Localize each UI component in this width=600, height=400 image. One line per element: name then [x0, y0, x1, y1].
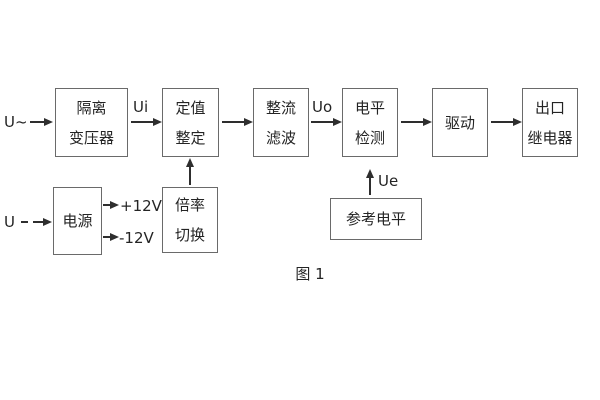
dc-input-dash [21, 221, 28, 223]
drive-block: 驱动 [432, 88, 488, 157]
reference-level-block: 参考电平 [330, 198, 422, 240]
signal-ue-label: Ue [378, 172, 399, 190]
reference-level-label: 参考电平 [345, 210, 406, 228]
output-relay-line2: 继电器 [527, 128, 573, 147]
arrow-multiplier-to-setting [185, 158, 194, 185]
drive-label: 驱动 [444, 113, 475, 132]
isolation-transformer-block: 隔离 变压器 [55, 88, 128, 157]
arrow-setting-to-rectifier [222, 117, 253, 126]
output-relay-block: 出口 继电器 [522, 88, 578, 157]
level-detection-line2: 检测 [354, 128, 385, 147]
arrow-isolation-to-setting [131, 117, 162, 126]
arrow-dc-input [33, 217, 52, 226]
multiplier-switch-line1: 倍率 [174, 196, 205, 214]
signal-uo-label: Uo [312, 98, 333, 116]
arrow-power-minus-12v [103, 232, 119, 241]
signal-ui-label: Ui [133, 98, 149, 116]
arrow-drive-to-output-relay [491, 117, 522, 126]
rectifier-filter-line2: 滤波 [265, 128, 296, 147]
arrow-ac-input [30, 117, 53, 126]
setting-line2: 整定 [175, 128, 206, 147]
rectifier-filter-line1: 整流 [265, 98, 296, 117]
arrow-power-plus-12v [103, 200, 119, 209]
isolation-transformer-line2: 变压器 [68, 128, 114, 147]
multiplier-switch-block: 倍率 切换 [162, 187, 218, 253]
arrow-reference-to-level [365, 169, 374, 195]
multiplier-switch-line2: 切换 [174, 226, 205, 244]
figure-caption: 图 1 [295, 265, 325, 283]
arrow-rectifier-to-level [311, 117, 342, 126]
power-supply-block: 电源 [53, 187, 102, 255]
arrow-level-to-drive [401, 117, 432, 126]
setting-block: 定值 整定 [162, 88, 219, 157]
minus-12v-label: -12V [119, 229, 154, 247]
ac-input-label: U~ [4, 113, 28, 131]
plus-12v-label: +12V [120, 197, 162, 215]
dc-input-label: U [4, 213, 15, 231]
output-relay-line1: 出口 [534, 98, 565, 117]
rectifier-filter-block: 整流 滤波 [253, 88, 309, 157]
setting-line1: 定值 [175, 98, 206, 117]
level-detection-line1: 电平 [354, 98, 385, 117]
power-supply-label: 电源 [62, 212, 93, 230]
level-detection-block: 电平 检测 [342, 88, 398, 157]
isolation-transformer-line1: 隔离 [76, 98, 107, 117]
